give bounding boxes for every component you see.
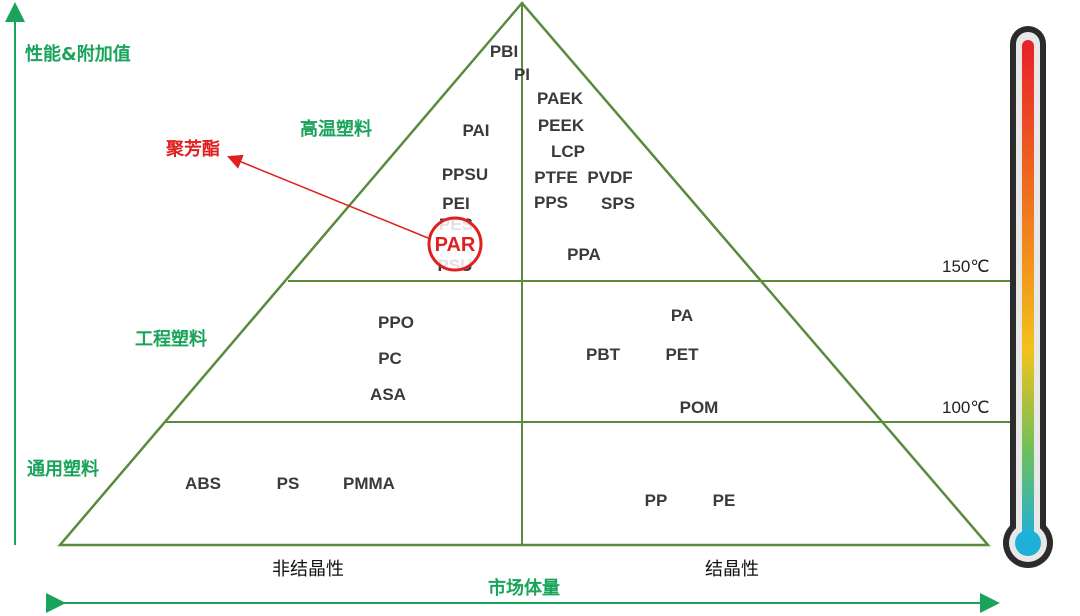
material-pbi: PBI	[490, 42, 518, 61]
thermometer-icon	[1003, 26, 1053, 568]
tier-label-engineering: 工程塑料	[135, 328, 207, 350]
material-pom: POM	[680, 398, 719, 417]
material-sps: SPS	[601, 194, 635, 213]
material-pei: PEI	[442, 194, 469, 213]
material-pps: PPS	[534, 193, 568, 212]
material-pa: PA	[671, 306, 693, 325]
pyramid-outline	[57, 1, 991, 547]
material-peek: PEEK	[538, 116, 585, 135]
material-pbt: PBT	[586, 345, 621, 364]
x-axis-label: 市场体量	[488, 577, 560, 599]
material-ppa: PPA	[567, 245, 601, 264]
material-pc: PC	[378, 349, 402, 368]
material-ptfe: PTFE	[534, 168, 577, 187]
temp-label-150: 150℃	[942, 257, 989, 276]
material-pet: PET	[665, 345, 699, 364]
material-ps: PS	[277, 474, 300, 493]
material-ppsu: PPSU	[442, 165, 488, 184]
par-highlight-circle	[427, 216, 483, 272]
temp-label-100: 100℃	[942, 398, 989, 417]
material-pai: PAI	[462, 121, 489, 140]
material-par: PAR	[435, 234, 476, 256]
material-asa: ASA	[370, 385, 406, 404]
material-pp: PP	[645, 491, 668, 510]
material-ppo: PPO	[378, 313, 414, 332]
tier-label-general: 通用塑料	[27, 458, 99, 480]
material-pmma: PMMA	[343, 474, 395, 493]
material-pe: PE	[713, 491, 736, 510]
material-abs: ABS	[185, 474, 221, 493]
tier-label-high-temp: 高温塑料	[300, 118, 372, 140]
bottom-label-crystalline: 结晶性	[705, 559, 759, 580]
callout-arrow	[227, 154, 429, 239]
material-lcp: LCP	[551, 142, 585, 161]
material-pi: PI	[514, 65, 530, 84]
bottom-label-amorphous: 非结晶性	[272, 559, 344, 580]
material-paek: PAEK	[537, 89, 584, 108]
callout-label: 聚芳酯	[165, 138, 220, 160]
material-pvdf: PVDF	[587, 168, 632, 187]
y-axis-label: 性能&附加值	[25, 43, 131, 65]
